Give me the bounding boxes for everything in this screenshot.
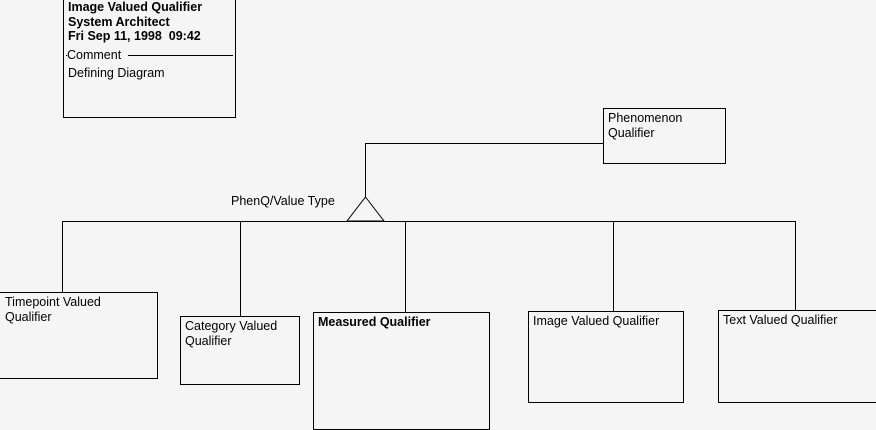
connector-superclass-vertical (365, 143, 366, 199)
title-text-block: Image Valued Qualifier System Architect … (68, 0, 202, 44)
class-box-timepoint-valued-qualifier[interactable]: Timepoint Valued Qualifier (0, 292, 158, 379)
class-name-phenomenon-qualifier: Phenomenon Qualifier (608, 111, 683, 140)
class-box-category-valued-qualifier[interactable]: Category Valued Qualifier (180, 316, 300, 385)
class-box-phenomenon-qualifier[interactable]: Phenomenon Qualifier (603, 108, 726, 164)
relationship-label: PhenQ/Value Type (231, 194, 335, 208)
connector-drop-category (240, 221, 241, 316)
class-name-measured-qualifier: Measured Qualifier (318, 315, 431, 329)
comment-text: Defining Diagram (68, 66, 165, 80)
class-name-timepoint-valued-qualifier: Timepoint Valued Qualifier (5, 295, 101, 324)
diagram-author: System Architect (68, 14, 170, 29)
connector-superclass-horizontal (365, 143, 604, 144)
diagram-title-box: Image Valued Qualifier System Architect … (63, 0, 236, 118)
connector-drop-measured (405, 221, 406, 312)
class-box-image-valued-qualifier[interactable]: Image Valued Qualifier (528, 311, 684, 403)
connector-drop-image (613, 221, 614, 311)
class-name-category-valued-qualifier: Category Valued Qualifier (185, 319, 278, 348)
connector-drop-text (795, 221, 796, 310)
class-name-text-valued-qualifier: Text Valued Qualifier (723, 313, 838, 327)
class-name-image-valued-qualifier: Image Valued Qualifier (533, 314, 660, 328)
class-box-measured-qualifier[interactable]: Measured Qualifier (313, 312, 490, 430)
connector-drop-timepoint (62, 221, 63, 292)
class-box-text-valued-qualifier[interactable]: Text Valued Qualifier (718, 310, 876, 403)
comment-rule-right (128, 55, 233, 56)
comment-legend-label: Comment (67, 48, 123, 62)
comment-separator: Comment (66, 48, 233, 63)
connector-bus-horizontal (62, 221, 796, 222)
generalization-triangle-icon (345, 196, 386, 222)
diagram-date: Fri Sep 11, 1998 09:42 (68, 29, 201, 43)
diagram-name: Image Valued Qualifier (68, 0, 203, 14)
